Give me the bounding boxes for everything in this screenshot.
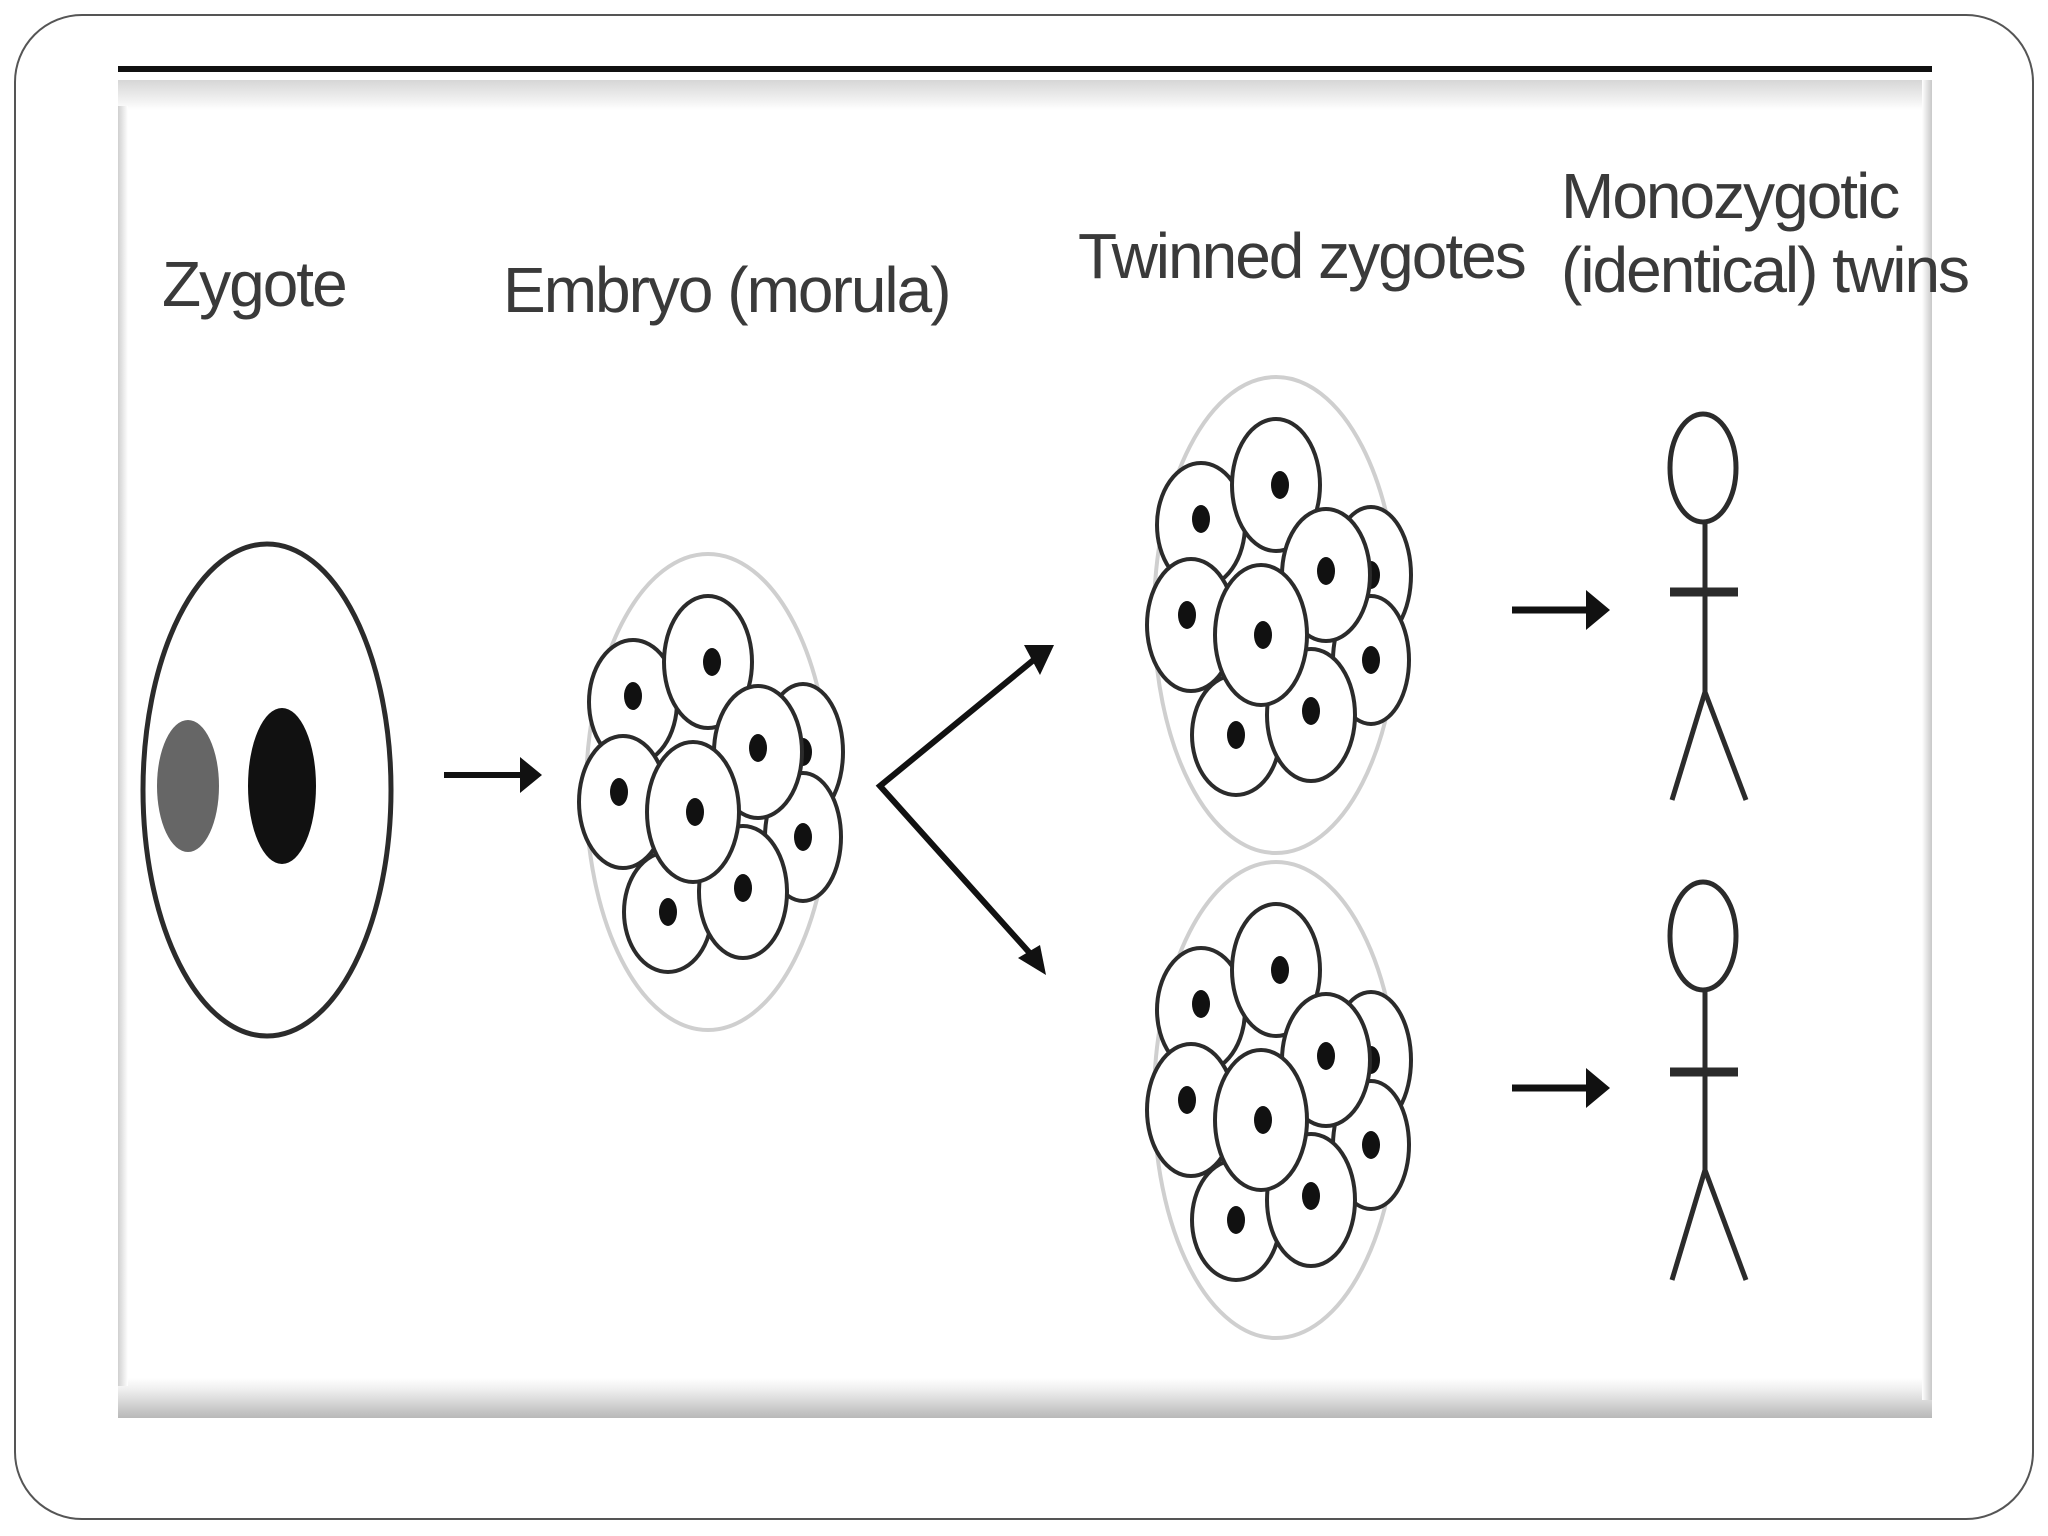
- arrow-zygote-to-morula: [444, 757, 542, 793]
- cell-nucleus: [686, 798, 704, 826]
- cell-nucleus: [1317, 1042, 1335, 1070]
- twinned-zygote-top: [1145, 375, 1413, 855]
- split-arrow: [875, 645, 1054, 975]
- cell-nucleus: [1178, 1086, 1196, 1114]
- morula-embryo: [577, 552, 845, 1032]
- twin-figure-top: [1667, 411, 1749, 801]
- arrow-to-twin-bottom: [1512, 1068, 1610, 1108]
- label-embryo-morula: Embryo (morula): [503, 254, 952, 326]
- figure-shadow-right: [1922, 80, 1932, 1400]
- figure-top-rule: [118, 66, 1932, 72]
- cell-nucleus: [1227, 721, 1245, 749]
- label-monozygotic-line2: (identical) twins: [1561, 233, 1970, 306]
- arrow-to-twin-top: [1512, 590, 1610, 630]
- cell-nucleus: [734, 874, 752, 902]
- cell-nucleus: [1362, 646, 1380, 674]
- figure-panel: [118, 66, 1932, 1418]
- cell-nucleus: [1271, 471, 1289, 499]
- figure-shadow-bottom: [118, 1378, 1932, 1418]
- cell-nucleus: [1302, 697, 1320, 725]
- twinned-zygote-bottom: [1145, 860, 1413, 1340]
- twin-figure-bottom: [1667, 879, 1749, 1281]
- cell-nucleus: [610, 778, 628, 806]
- cell-nucleus: [794, 823, 812, 851]
- cell-nucleus: [1317, 557, 1335, 585]
- cell-nucleus: [749, 734, 767, 762]
- cell-nucleus: [1362, 1131, 1380, 1159]
- label-twinned-zygotes: Twinned zygotes: [1078, 220, 1527, 292]
- label-zygote: Zygote: [162, 248, 348, 320]
- cell-nucleus: [1192, 990, 1210, 1018]
- male-pronucleus: [248, 708, 316, 864]
- cell-nucleus: [1271, 956, 1289, 984]
- label-monozygotic-twins: Monozygotic (identical) twins: [1561, 160, 1970, 307]
- cell-nucleus: [1254, 621, 1272, 649]
- cell-nucleus: [1192, 505, 1210, 533]
- twin-head: [1667, 879, 1739, 993]
- figure-shadow-left: [118, 106, 128, 1386]
- cell-nucleus: [624, 682, 642, 710]
- zygote: [140, 541, 394, 1039]
- figure-shadow-top: [118, 80, 1932, 110]
- cell-nucleus: [1227, 1206, 1245, 1234]
- female-pronucleus: [157, 720, 219, 852]
- cell-nucleus: [703, 648, 721, 676]
- twin-head: [1667, 411, 1739, 525]
- label-monozygotic-line1: Monozygotic: [1561, 160, 1900, 232]
- cell-nucleus: [1302, 1182, 1320, 1210]
- cell-nucleus: [1254, 1106, 1272, 1134]
- cell-nucleus: [1178, 601, 1196, 629]
- cell-nucleus: [659, 898, 677, 926]
